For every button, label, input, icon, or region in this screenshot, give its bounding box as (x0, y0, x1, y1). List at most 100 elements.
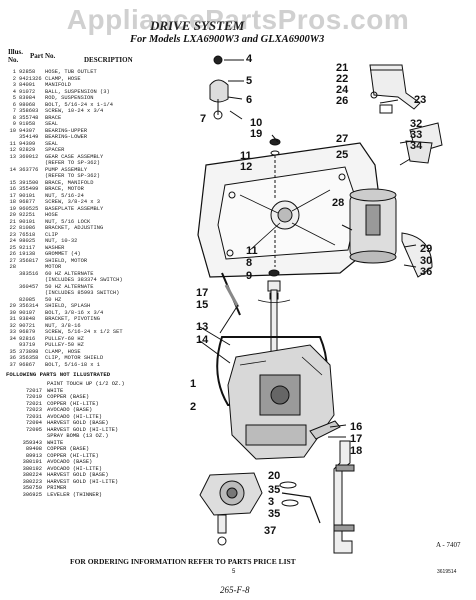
parts-list-row: (INCLUDES 85993 SWITCH) (6, 290, 171, 297)
adjusting-bracket (369, 64, 421, 110)
paint-part-number: 72021 (25, 400, 42, 407)
part-description: SCREW, 10-24 x 3/4 (45, 108, 104, 114)
paint-part-number: 72017 (25, 387, 42, 394)
watermark: AppliancePartsPros.com (66, 4, 410, 35)
callout-11-upper: 11 (240, 150, 252, 162)
part-illus-number: 9 (12, 121, 16, 127)
part-description: SEAL (45, 121, 58, 127)
paint-list-row: SPRAY BOMB (13 OZ.) (6, 433, 171, 440)
callout-33: 33 (410, 129, 423, 141)
part-description: PULLEY-50 HZ (45, 342, 84, 348)
part-part-number: 391500 (19, 179, 39, 186)
part-description: BRACE, MANIFOLD (45, 179, 94, 186)
paint-description: WHITE (47, 387, 64, 394)
part-illus-number: 33 (9, 329, 16, 335)
parts-list-row: (INCLUDES 383374 SWITCH) (6, 277, 171, 284)
part-description: (INCLUDES 85993 SWITCH) (45, 290, 120, 296)
callout-13: 13 (196, 321, 209, 333)
part-part-number: 356314 (19, 303, 39, 309)
callout-32: 32 (410, 118, 423, 130)
callout-19: 19 (250, 128, 263, 140)
part-illus-number: 26 (9, 251, 16, 257)
part-illus-number: 8 (12, 114, 16, 121)
models-subtitle: For Models LXA6900W3 and GLXA6900W3 (130, 34, 325, 45)
part-illus-number: 12 (9, 147, 16, 153)
callout-30: 30 (420, 255, 433, 267)
part-description: WASHER (45, 244, 65, 251)
part-description: NUT, 10-32 (45, 238, 78, 244)
part-part-number: 94307 (19, 127, 36, 134)
part-description: SCREW, 3/8-24 x 3 (45, 199, 100, 205)
paint-description: HARVEST GOLD (BASE) (47, 472, 109, 478)
callout-34: 34 (410, 140, 423, 152)
paint-description: AVOCADO (HI-LITE) (47, 413, 102, 420)
callout-10: 10 (250, 117, 263, 129)
paint-part-number: 89408 (25, 446, 42, 452)
part-illus-number: 16 (9, 186, 16, 192)
paint-list-row: 72017 WHITE (6, 388, 171, 395)
part-part-number: 90101 (19, 192, 36, 199)
part-description: BRACE (45, 114, 62, 121)
figure-reference: A - 7407 (436, 541, 461, 549)
part-part-number: 92251 (19, 212, 36, 218)
part-part-number: 960525 (19, 205, 39, 212)
part-description: (REFER TO SP-362) (45, 173, 100, 179)
paint-description: COPPER (HI-LITE) (47, 400, 99, 407)
part-part-number: 90721 (19, 322, 36, 329)
part-illus-number: 10 (9, 127, 16, 134)
part-illus-number: 14 (9, 166, 16, 173)
callout-27: 27 (336, 133, 349, 145)
part-description: BOLT, 5/16-24 x 1-1/4 (45, 101, 113, 108)
paint-part-number: 380191 (22, 459, 42, 465)
part-illus-number: 17 (9, 192, 16, 199)
clamp (213, 110, 223, 120)
paint-description: COPPER (BASE) (47, 394, 90, 400)
paint-part-number: 380224 (22, 472, 42, 478)
callout-21: 21 (336, 62, 349, 74)
paint-part-number: 350750 (22, 485, 42, 491)
part-part-number: 90101 (19, 218, 36, 225)
bearing-upper (269, 138, 281, 146)
part-description: NUT, 3/8-16 (45, 322, 81, 329)
part-description: BALL, SUSPENSION (3) (45, 88, 110, 95)
callout-17-lower: 17 (350, 433, 363, 445)
part-illus-number: 34 (9, 335, 16, 342)
callout-4: 4 (246, 53, 253, 65)
part-description: HOSE (45, 212, 58, 218)
part-part-number: 81086 (19, 225, 36, 231)
part-description: BEARING-UPPER (45, 127, 88, 134)
paint-description: AVOCADO (HI-LITE) (47, 465, 102, 472)
part-no-header: Part No. (30, 52, 56, 60)
tub-outlet-hose (333, 440, 353, 554)
callout-14: 14 (196, 334, 209, 346)
callout-5: 5 (246, 75, 253, 87)
part-description: SPACER (45, 147, 65, 153)
callout-7: 7 (200, 113, 207, 125)
callout-26: 26 (336, 95, 349, 107)
part-illus-number: 32 (9, 322, 16, 329)
paint-part-number: 72094 (25, 420, 42, 426)
document-code: 3619514 (437, 569, 457, 575)
page-title: DRIVE SYSTEM (150, 18, 245, 33)
